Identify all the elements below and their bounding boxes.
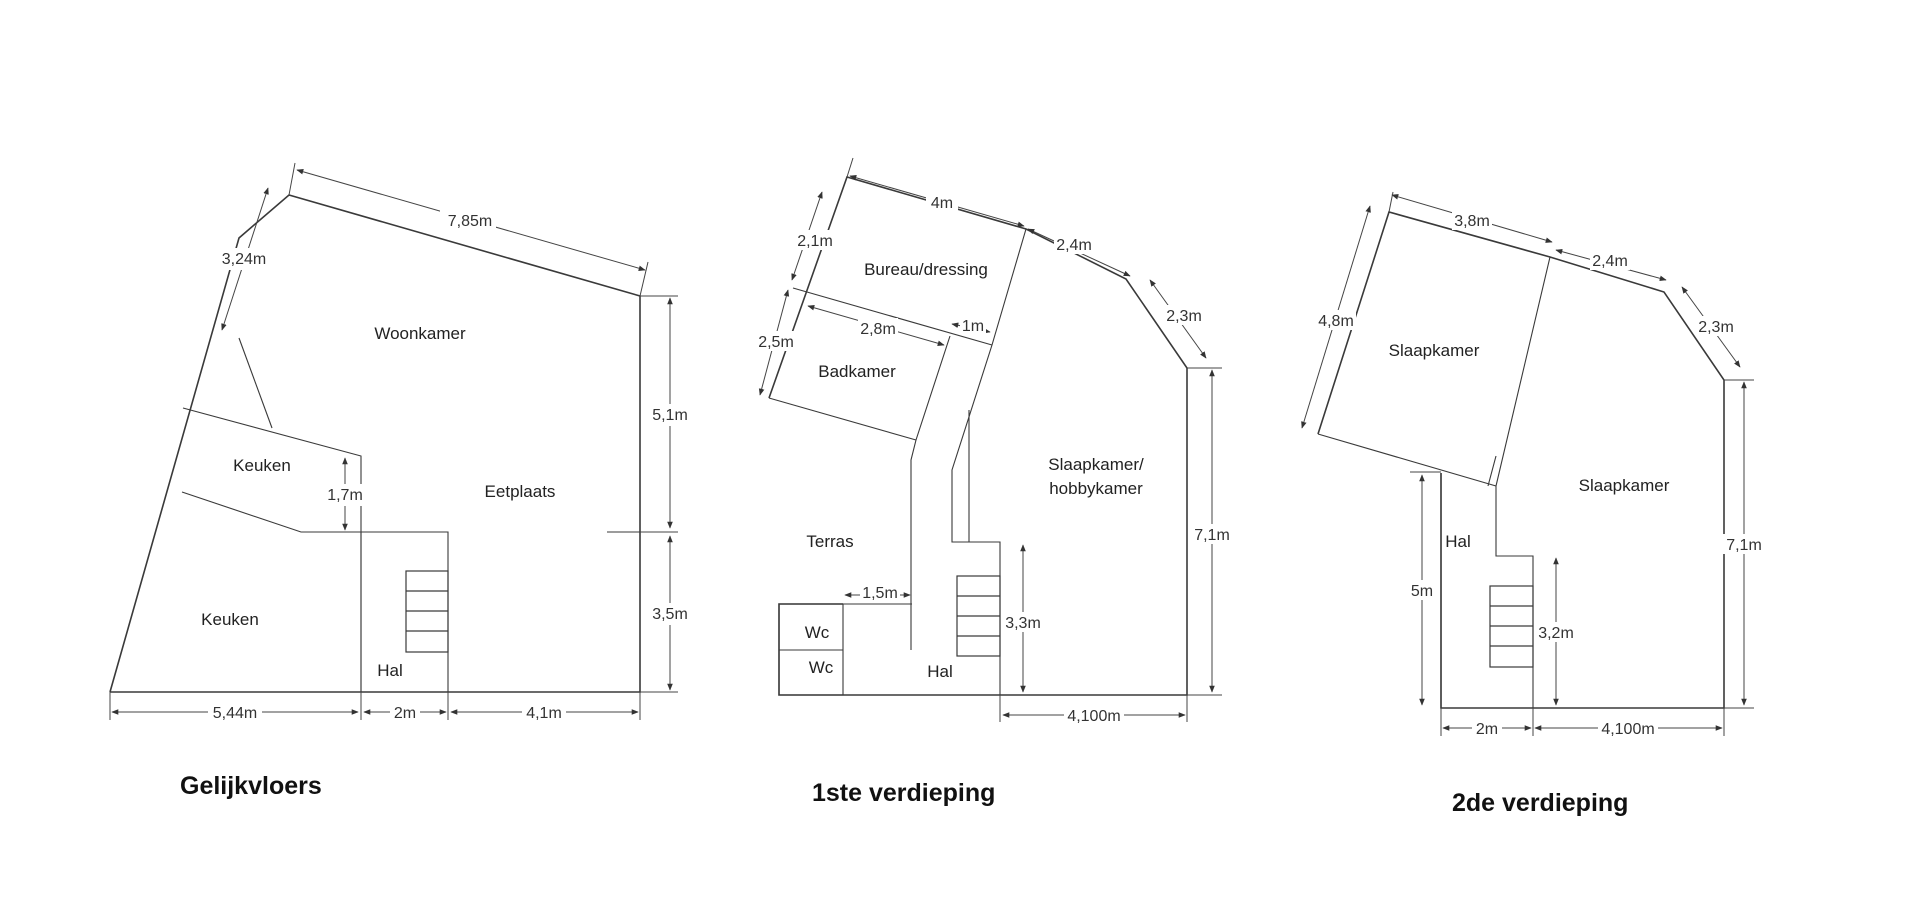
- room-slaapkamer-right: Slaapkamer: [1579, 476, 1670, 495]
- ext-line: [288, 162, 296, 196]
- dim-top-right: 2,4m: [1592, 253, 1628, 270]
- outer-wall: [768, 176, 1188, 696]
- wall: [951, 228, 1027, 695]
- outer-wall: [1317, 211, 1725, 709]
- room-keuken-bottom: Keuken: [201, 610, 259, 629]
- dim-terras-width: 1,5m: [862, 585, 898, 602]
- dim-stair: 3,3m: [1005, 615, 1041, 632]
- dim-left-bottom: 2,5m: [758, 334, 794, 351]
- dim-bottom-left: 5,44m: [213, 705, 257, 722]
- stairs: [1489, 585, 1534, 668]
- dim-diagonal: 2,3m: [1166, 308, 1202, 325]
- floor-2de-verdieping: Slaapkamer Slaapkamer Hal 3,8m 2,4m 2,3m…: [1301, 191, 1766, 817]
- wall: [238, 337, 273, 429]
- dim-left: 3,24m: [222, 251, 266, 268]
- stairs: [405, 570, 449, 653]
- room-slaapkamer-left: Slaapkamer: [1389, 341, 1480, 360]
- ext-line: [1388, 191, 1394, 213]
- wall: [181, 491, 449, 692]
- room-hal: Hal: [1445, 532, 1471, 551]
- room-eetplaats: Eetplaats: [485, 482, 556, 501]
- dim-top: 7,85m: [448, 213, 492, 230]
- floor-title: 2de verdieping: [1452, 789, 1628, 817]
- dim-left: 4,8m: [1318, 313, 1354, 330]
- wall: [1317, 433, 1497, 487]
- dim-bottom-right: 4,100m: [1601, 721, 1654, 738]
- dim-right-bottom: 3,5m: [652, 606, 688, 623]
- dim-bottom-left: 2m: [1476, 721, 1498, 738]
- room-hal: Hal: [377, 661, 403, 680]
- dim-right-top: 5,1m: [652, 407, 688, 424]
- dim-diagonal: 2,3m: [1698, 319, 1734, 336]
- dim-bottom: 4,100m: [1067, 708, 1120, 725]
- dim-hal-height: 5m: [1411, 583, 1433, 600]
- ext-line: [846, 157, 854, 178]
- dim-bottom-right: 4,1m: [526, 705, 562, 722]
- dim-gap: 1m: [962, 318, 984, 335]
- dim-top: 4m: [931, 195, 953, 212]
- floor-1ste-verdieping: Bureau/dressing Badkamer Slaapkamer/ hob…: [756, 157, 1234, 807]
- wall: [1487, 455, 1497, 487]
- outer-wall: [109, 194, 641, 693]
- room-wc-2: Wc: [809, 658, 834, 677]
- ext-line: [639, 261, 649, 297]
- room-woonkamer: Woonkamer: [374, 324, 466, 343]
- room-bureau: Bureau/dressing: [864, 260, 988, 279]
- room-slaapkamer-line1: Slaapkamer/: [1048, 455, 1144, 474]
- room-wc-1: Wc: [805, 623, 830, 642]
- wall: [182, 407, 362, 692]
- dim-right: 7,1m: [1726, 537, 1762, 554]
- wall: [768, 397, 917, 441]
- dim-bottom-mid: 2m: [394, 705, 416, 722]
- dim-badkamer-width: 2,8m: [860, 321, 896, 338]
- dim-keuken-height: 1,7m: [327, 487, 363, 504]
- dim-stair: 3,2m: [1538, 625, 1574, 642]
- dim-left-top: 2,1m: [797, 233, 833, 250]
- room-terras: Terras: [806, 532, 853, 551]
- floor-title: 1ste verdieping: [812, 779, 995, 807]
- room-badkamer: Badkamer: [818, 362, 896, 381]
- dim-top-right: 2,4m: [1056, 237, 1092, 254]
- floor-gelijkvloers: Woonkamer Keuken Eetplaats Keuken Hal 7,…: [109, 162, 693, 800]
- wall: [910, 335, 951, 650]
- floor-title: Gelijkvloers: [180, 772, 322, 800]
- stairs: [956, 575, 1001, 657]
- room-hal: Hal: [927, 662, 953, 681]
- dim-top: 3,8m: [1454, 213, 1490, 230]
- dim-right: 7,1m: [1194, 527, 1230, 544]
- room-slaapkamer-line2: hobbykamer: [1049, 479, 1143, 498]
- room-keuken-top: Keuken: [233, 456, 291, 475]
